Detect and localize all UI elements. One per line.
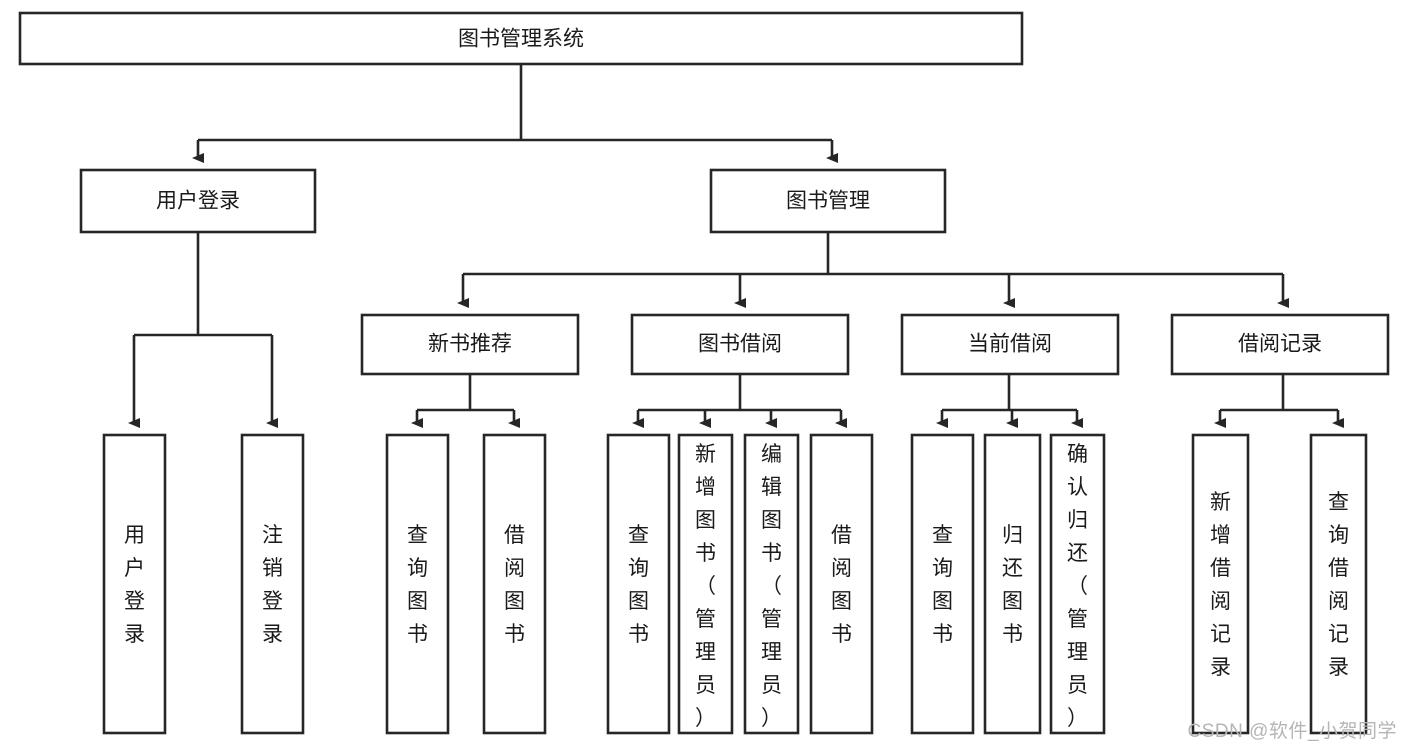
leaf-node-label: 借阅图书 xyxy=(831,524,852,646)
node-book-management-box[interactable] xyxy=(709,168,947,234)
node-root[interactable]: 图书管理系统 xyxy=(18,11,1024,66)
leaf-node-box[interactable] xyxy=(240,433,305,735)
leaf-node[interactable]: 借阅图书 xyxy=(482,433,547,735)
leaf-node-label: 查询图书 xyxy=(628,524,649,646)
leaf-node-label: 确认归还（管理员） xyxy=(1067,443,1088,730)
leaf-node-box[interactable] xyxy=(606,433,671,735)
node-current-borrow-label: 当前借阅 xyxy=(968,333,1052,356)
leaf-node-box[interactable] xyxy=(385,433,450,735)
leaf-node[interactable]: 编辑图书（管理员） xyxy=(743,433,800,735)
node-book-borrow-box[interactable] xyxy=(630,313,850,376)
leaf-node-box[interactable] xyxy=(1191,433,1250,735)
node-borrow-record[interactable]: 借阅记录 xyxy=(1170,313,1390,376)
leaf-node[interactable]: 查询图书 xyxy=(385,433,450,735)
leaf-node-box[interactable] xyxy=(1309,433,1368,735)
leaf-node-box[interactable] xyxy=(677,433,734,735)
leaf-node[interactable]: 用户登录 xyxy=(102,433,167,735)
leaf-node[interactable]: 确认归还（管理员） xyxy=(1049,433,1106,735)
leaf-node-box[interactable] xyxy=(983,433,1042,735)
leaf-node-label: 新增借阅记录 xyxy=(1210,491,1231,679)
node-current-borrow[interactable]: 当前借阅 xyxy=(900,313,1120,376)
leaf-node-label: 新增图书（管理员） xyxy=(695,443,716,730)
node-user-login-label: 用户登录 xyxy=(156,190,240,213)
leaf-node-label: 查询图书 xyxy=(407,524,428,646)
node-book-management-label: 图书管理 xyxy=(786,190,870,213)
leaf-node[interactable]: 新增借阅记录 xyxy=(1191,433,1250,735)
leaf-node-box[interactable] xyxy=(743,433,800,735)
leaf-node-label: 用户登录 xyxy=(124,524,145,646)
leaf-node-box[interactable] xyxy=(1049,433,1106,735)
leaf-node[interactable]: 借阅图书 xyxy=(809,433,874,735)
node-book-borrow-label: 图书借阅 xyxy=(698,333,782,356)
leaf-node-box[interactable] xyxy=(102,433,167,735)
leaf-node-box[interactable] xyxy=(910,433,975,735)
leaf-node[interactable]: 归还图书 xyxy=(983,433,1042,735)
node-book-borrow[interactable]: 图书借阅 xyxy=(630,313,850,376)
leaf-node-box[interactable] xyxy=(482,433,547,735)
leaf-node-label: 查询图书 xyxy=(932,524,953,646)
connector-layer xyxy=(128,64,1344,428)
leaf-node[interactable]: 新增图书（管理员） xyxy=(677,433,734,735)
node-new-book-recommend-box[interactable] xyxy=(360,313,580,376)
leaf-node-label: 查询借阅记录 xyxy=(1328,491,1349,679)
node-borrow-record-box[interactable] xyxy=(1170,313,1390,376)
watermark-text: CSDN @软件_小贺同学 xyxy=(1187,721,1397,742)
node-current-borrow-box[interactable] xyxy=(900,313,1120,376)
leaf-node[interactable]: 查询借阅记录 xyxy=(1309,433,1368,735)
leaf-node-label: 注销登录 xyxy=(262,524,283,646)
node-book-management[interactable]: 图书管理 xyxy=(709,168,947,234)
node-new-book-recommend[interactable]: 新书推荐 xyxy=(360,313,580,376)
leaf-node[interactable]: 查询图书 xyxy=(606,433,671,735)
leaf-node-label: 编辑图书（管理员） xyxy=(761,443,782,730)
node-root-label: 图书管理系统 xyxy=(458,28,584,51)
leaf-node-layer: 用户登录 注销登录 查询图书 借阅图书 查询图书 新增图书（管理员） 编辑图书（管理员） 借阅… xyxy=(102,433,1368,735)
leaf-node[interactable]: 查询图书 xyxy=(910,433,975,735)
node-borrow-record-label: 借阅记录 xyxy=(1238,333,1322,356)
leaf-node-box[interactable] xyxy=(809,433,874,735)
leaf-node[interactable]: 注销登录 xyxy=(240,433,305,735)
node-new-book-recommend-label: 新书推荐 xyxy=(428,333,512,356)
node-user-login[interactable]: 用户登录 xyxy=(79,168,317,234)
node-user-login-box[interactable] xyxy=(79,168,317,234)
node-root-box[interactable] xyxy=(18,11,1024,66)
leaf-node-label: 归还图书 xyxy=(1002,524,1023,646)
leaf-node-label: 借阅图书 xyxy=(504,524,525,646)
